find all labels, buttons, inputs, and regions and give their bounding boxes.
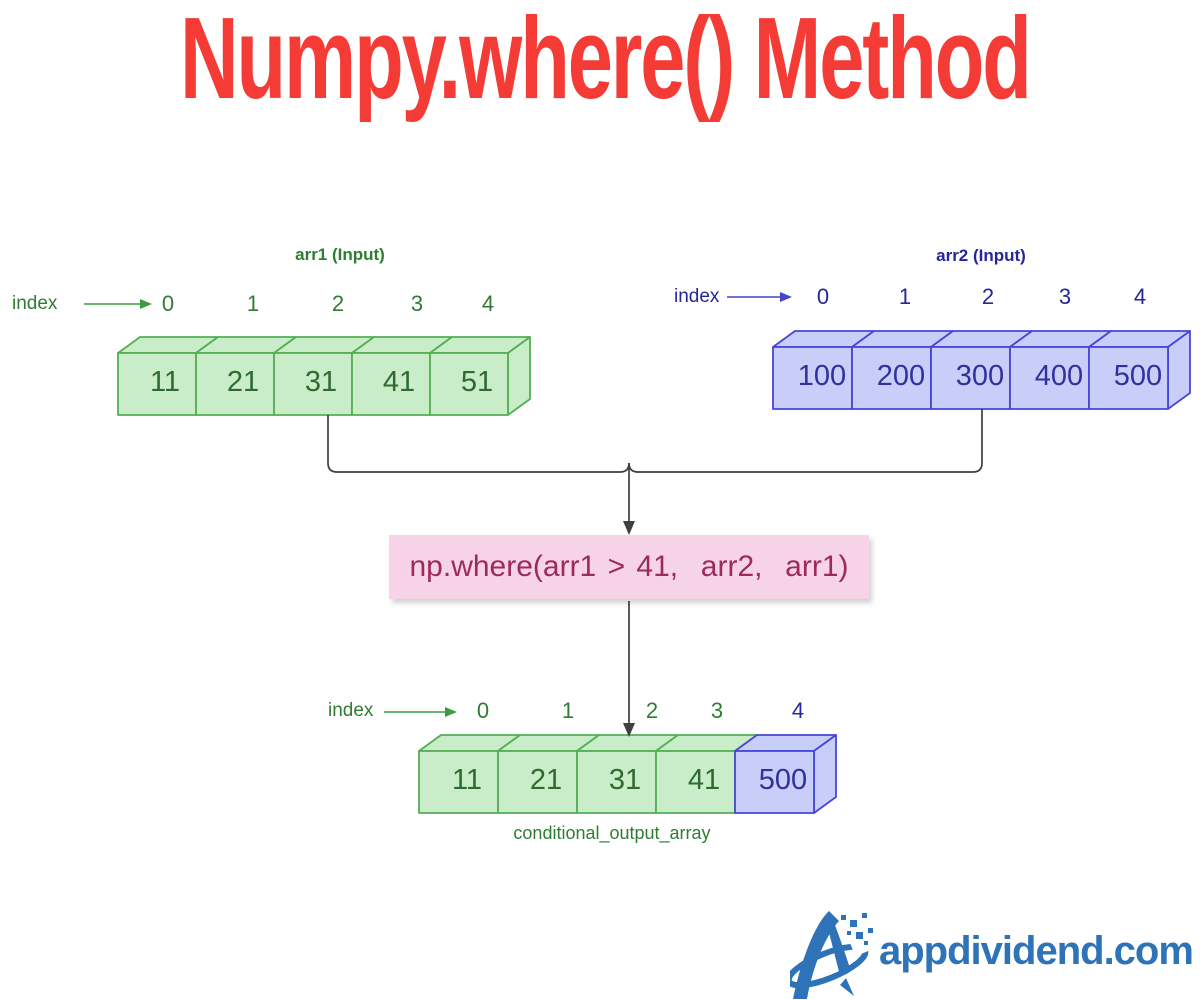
logo-pixel-dot: [847, 931, 851, 935]
cell-front-face: [418, 750, 499, 814]
arr2-index-1: 1: [898, 284, 912, 309]
operation-expression: np.where(arr1 > 41, arr2, arr1): [409, 550, 849, 583]
arr2-array-3d: [772, 330, 1191, 410]
arr2-cell-value: 100: [797, 360, 847, 392]
arrow-head: [140, 299, 152, 309]
arrow-head: [780, 292, 792, 302]
flow-connectors: [327, 409, 983, 737]
logo-pixel-dot: [856, 932, 863, 939]
arr1-cell-value: 51: [460, 366, 494, 398]
arr1-index-4: 4: [481, 291, 495, 316]
arr1-index-3: 3: [410, 291, 424, 316]
output-array-3d: [418, 734, 837, 814]
arr2-index-arrow: [727, 292, 792, 302]
cell-front-face: [497, 750, 578, 814]
cell-front-face: [351, 352, 431, 416]
arr1-index-2: 2: [331, 291, 345, 316]
arr1-index-0: 0: [161, 291, 175, 316]
output-index-arrow: [384, 707, 457, 717]
logo-pixel-dot: [841, 915, 846, 920]
output-index-4: 4: [791, 698, 805, 723]
cell-front-face: [273, 352, 353, 416]
arr1-index-arrow: [84, 299, 152, 309]
output-index-0: 0: [476, 698, 490, 723]
cell-front-face: [1009, 346, 1090, 410]
logo-wordmark: appdividend.com: [879, 929, 1194, 973]
arr2-index-word: index: [674, 286, 720, 307]
appdividend-orbit-a-icon: [790, 911, 874, 999]
arr1-array-3d: [117, 336, 531, 416]
cell-front-face: [195, 352, 275, 416]
arr1-index-1: 1: [246, 291, 260, 316]
arr2-index-2: 2: [981, 284, 995, 309]
arr1-cell-value: 31: [304, 366, 338, 398]
logo-tail: [840, 978, 854, 996]
arr1-cell-value: 21: [226, 366, 260, 398]
arr2-cell-value: 400: [1034, 360, 1084, 392]
arr2-label: arr2 (Input): [936, 246, 1026, 265]
logo-pixel-dot: [864, 941, 868, 945]
cell-front-face: [1088, 346, 1169, 410]
cell-front-face: [576, 750, 657, 814]
arr2-index-0: 0: [816, 284, 830, 309]
highlight-cell-front-face: [734, 750, 815, 814]
arr1-connector-line: [327, 415, 630, 473]
output-array-label: conditional_output_array: [513, 823, 711, 843]
arrow-head: [623, 723, 635, 737]
operation-box: np.where(arr1 > 41, arr2, arr1): [389, 535, 869, 599]
arrow-head: [623, 521, 635, 535]
cell-front-face: [429, 352, 509, 416]
arr2-cell-value: 300: [955, 360, 1005, 392]
logo-pixel-dot: [862, 913, 867, 918]
arr2-index-4: 4: [1133, 284, 1147, 309]
output-cell-value: 500: [758, 764, 808, 796]
cell-front-face: [117, 352, 197, 416]
output-index-3: 3: [710, 698, 724, 723]
page-title: Numpy.where() Method: [180, 0, 1032, 123]
arr2-index-3: 3: [1058, 284, 1072, 309]
logo-a-right-leg: [824, 911, 851, 975]
arr1-index-word: index: [12, 293, 58, 314]
output-cell-value: 41: [687, 764, 721, 796]
logo-orbit-gap: [850, 936, 874, 957]
output-index-1: 1: [561, 698, 575, 723]
arrow-head: [445, 707, 457, 717]
arr2-cell-value: 200: [876, 360, 926, 392]
output-cell-value: 31: [608, 764, 642, 796]
output-cell-value: 11: [451, 764, 483, 796]
arr2-cell-value: 500: [1113, 360, 1163, 392]
cell-front-face: [655, 750, 736, 814]
cell-front-face: [851, 346, 932, 410]
arr2-connector-line: [628, 409, 983, 473]
output-index-word: index: [328, 700, 374, 721]
arr1-label: arr1 (Input): [295, 245, 385, 264]
output-index-2: 2: [645, 698, 659, 723]
logo-pixel-dot: [850, 920, 857, 927]
logo-pixel-dot: [868, 928, 873, 933]
arr1-cell-value: 41: [382, 366, 416, 398]
output-cell-value: 21: [529, 764, 563, 796]
arr1-cell-value: 11: [149, 366, 181, 398]
